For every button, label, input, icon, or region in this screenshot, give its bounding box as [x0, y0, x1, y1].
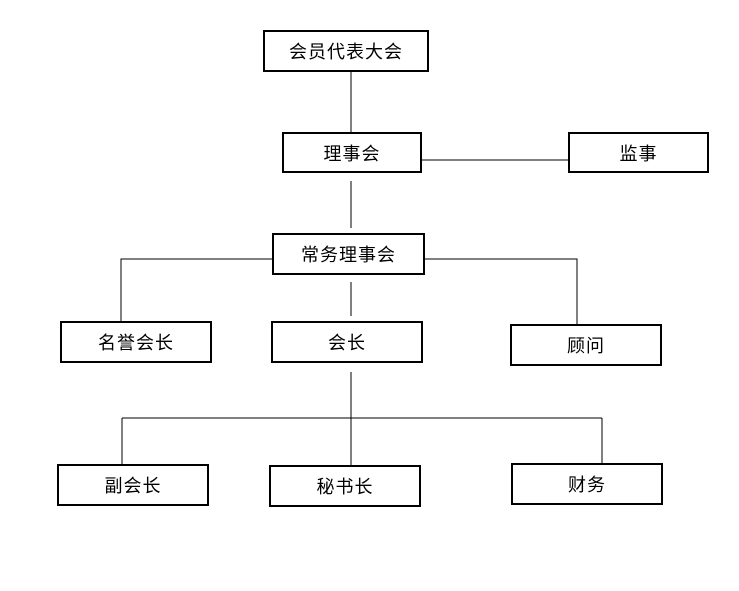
node-advisor: 顾问	[510, 324, 662, 366]
edge-standing-advisor	[425, 258, 578, 324]
node-secretary-general: 秘书长	[269, 465, 421, 507]
node-president: 会长	[271, 321, 423, 363]
node-finance: 财务	[511, 463, 663, 505]
node-council: 理事会	[282, 132, 422, 173]
edge-standing-honorary	[120, 258, 272, 321]
node-honorary-president: 名誉会长	[60, 321, 212, 363]
node-vice-president: 副会长	[57, 464, 209, 506]
node-member-representative-assembly: 会员代表大会	[263, 30, 429, 72]
node-standing-council: 常务理事会	[272, 233, 425, 275]
node-supervisor: 监事	[568, 132, 709, 173]
